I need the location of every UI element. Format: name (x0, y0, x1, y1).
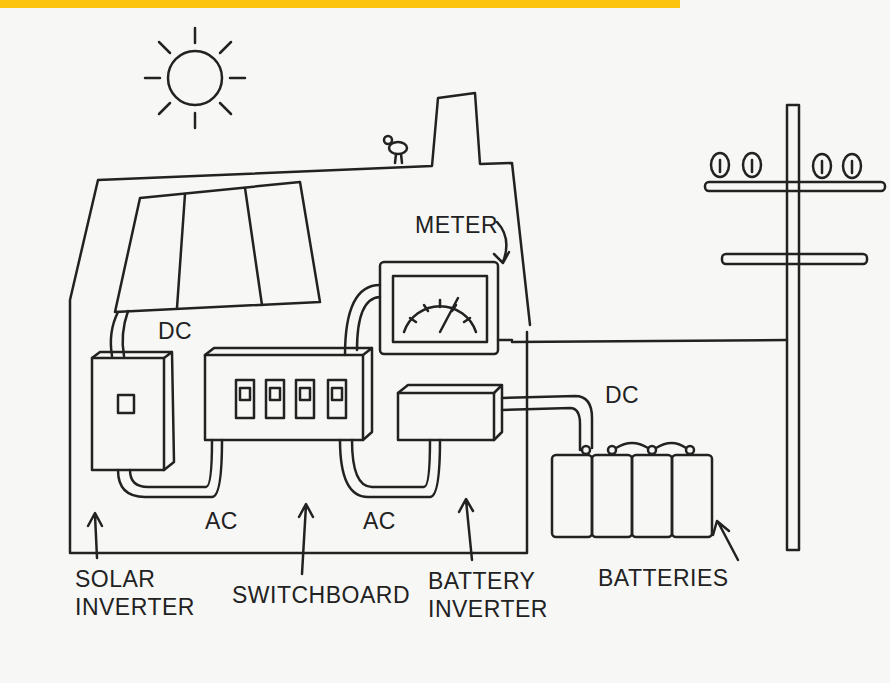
house-outline (70, 93, 530, 553)
wire-label: AC (205, 508, 238, 536)
ac-cable (340, 440, 440, 497)
wire-label: AC (363, 508, 396, 536)
callout-label: SOLAR INVERTER (75, 566, 205, 621)
callout-label: SWITCHBOARD (232, 582, 410, 610)
bird (384, 136, 407, 163)
dc-cable (502, 396, 592, 450)
meter-conduit (345, 285, 380, 355)
solar-panels (111, 182, 320, 356)
ac-cable (118, 440, 222, 497)
switchboard (205, 348, 372, 440)
batteries (552, 443, 712, 537)
leader-arrows (88, 499, 738, 574)
meter (380, 262, 512, 354)
callout-label: BATTERIES (598, 565, 729, 593)
solar-inverter (92, 352, 174, 470)
power-pole (705, 105, 885, 550)
wire-label: DC (158, 318, 192, 346)
service-line (512, 340, 787, 342)
sun (145, 28, 245, 128)
callout-label: METER (415, 212, 498, 240)
top-bar (0, 0, 680, 8)
callout-label: BATTERY INVERTER (428, 568, 568, 623)
wire-label: DC (605, 382, 639, 410)
battery-inverter (398, 385, 502, 440)
